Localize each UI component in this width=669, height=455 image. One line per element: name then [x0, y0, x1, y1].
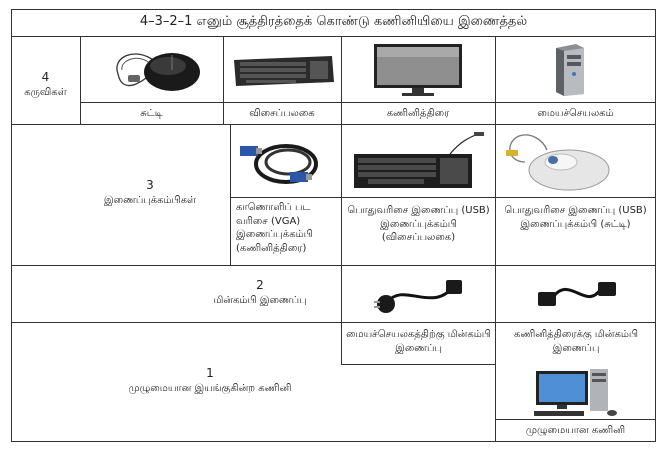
device-label-keyboard: விசைப்பலகை [249, 108, 315, 119]
device-label-monitor: கணினித்திரை [386, 108, 450, 119]
cable-label-vga: காணொளிப் பட வரிசை (VGA) இணைப்புக்கம்பி (… [236, 202, 313, 254]
row-label-devices: கருவிகள் [24, 87, 67, 98]
table-border-left [11, 9, 12, 442]
page-title: 4–3–2–1 எனும் சூத்திரத்தைக் கொண்டு கணினி… [139, 14, 528, 29]
cell-divider [223, 36, 224, 124]
cell-divider [230, 197, 656, 198]
cell-divider [495, 124, 496, 265]
table-border-top [11, 9, 656, 10]
device-label-mouse: சுட்டி [140, 108, 163, 119]
usb-mouse-image [506, 134, 610, 191]
cell-divider [341, 36, 342, 124]
row-number-4: 4 [41, 70, 50, 84]
device-label-cpu: மையச்செயலகம் [537, 108, 614, 119]
cable-label-usb-mouse: பொதுவரிசை இணைப்பு (USB) இணைப்புக்கம்பி (… [504, 205, 647, 230]
row-label-power: மின்கம்பி இணைப்பு [213, 295, 307, 306]
cpu-power-cable-image [374, 280, 462, 313]
cell-divider [495, 36, 496, 124]
cpu-tower-image [556, 44, 584, 96]
monitor-image [374, 44, 462, 96]
row-divider [11, 36, 656, 37]
cell-divider [80, 36, 81, 124]
power-label-cpu: மையச்செயலகத்திற்கு மின்கம்பி இணைப்பு [346, 329, 491, 354]
table-border-bottom [11, 441, 656, 442]
power-label-monitor: கணினித்திரைக்கு மின்கம்பி இணைப்பு [513, 329, 639, 354]
row-label-complete: முழுமையான இயங்குகின்ற கணினி [128, 383, 292, 394]
vga-cable-image [240, 144, 318, 184]
keyboard-image [234, 56, 334, 86]
cell-divider [495, 322, 496, 442]
cell-divider [230, 124, 231, 265]
row-label-cables: இணைப்புக்கம்பிகள் [103, 195, 197, 206]
cell-divider [341, 265, 342, 322]
cell-divider [341, 364, 496, 365]
row-number-1: 1 [206, 366, 214, 380]
mouse-image [116, 53, 200, 91]
table-border-right [655, 9, 656, 442]
cell-divider [341, 322, 342, 364]
usb-keyboard-image [354, 132, 484, 188]
row-number-3: 3 [146, 178, 154, 192]
cell-divider [80, 102, 656, 103]
complete-label: முழுமையான கணினி [525, 425, 626, 436]
cell-divider [341, 124, 342, 265]
monitor-power-cable-image [538, 282, 616, 306]
cable-label-usb-keyboard: பொதுவரிசை இணைப்பு (USB) இணைப்புக்கம்பி (… [347, 205, 490, 243]
row-divider [11, 265, 656, 266]
row-divider [11, 322, 656, 323]
row-divider [11, 124, 656, 125]
cell-divider [495, 265, 496, 322]
row-number-2: 2 [256, 278, 264, 292]
complete-computer-image [534, 369, 617, 416]
row-divider [495, 419, 656, 420]
